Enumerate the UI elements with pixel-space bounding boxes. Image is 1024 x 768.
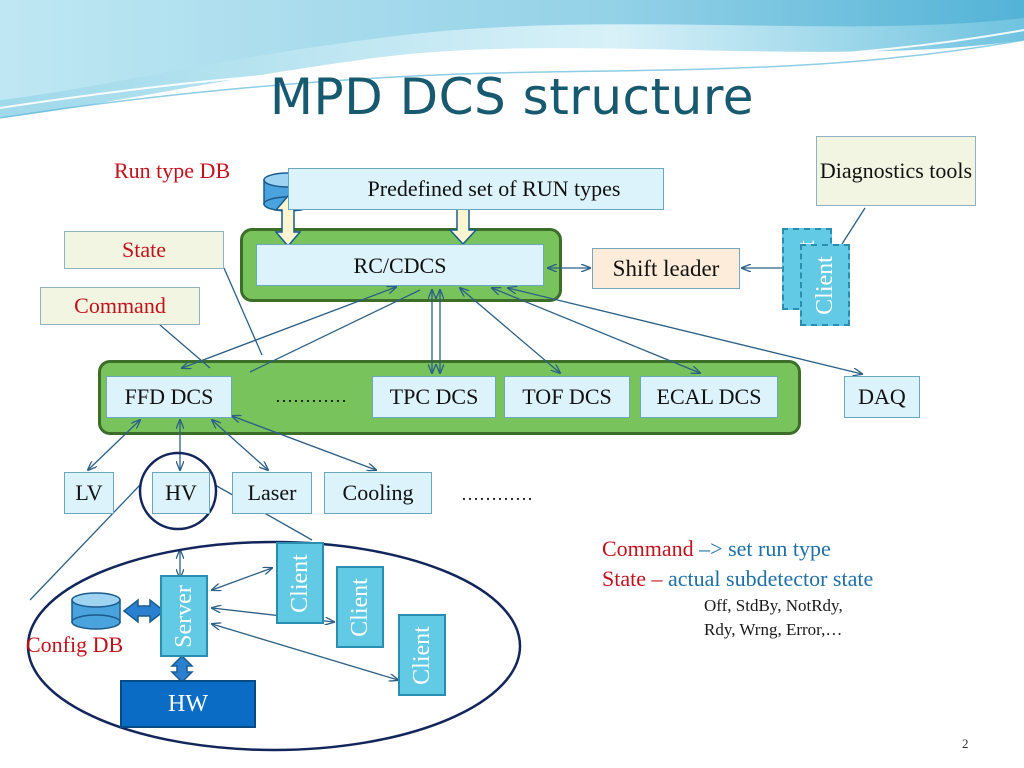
predefined-run-types-box: Predefined set of RUN types (288, 168, 664, 210)
cooling-box: Cooling (324, 472, 432, 514)
legend-state-word: State (602, 566, 646, 591)
client-box-2: Client (336, 566, 384, 648)
tof-dcs-box: TOF DCS (504, 376, 630, 418)
client-label-1: Client (286, 553, 313, 613)
legend-state-rest: actual subdetector state (668, 566, 874, 591)
client-label-3: Client (408, 625, 435, 685)
hv-box: HV (152, 472, 210, 514)
client-box-1: Client (276, 542, 324, 624)
hw-box: HW (120, 680, 256, 728)
legend-command-line: Command –> set run type (602, 536, 831, 562)
shift-leader-box: Shift leader (592, 248, 740, 289)
client-label: Client (811, 255, 838, 315)
diagnostics-tools-box: Diagnostics tools (816, 136, 976, 206)
legend-states-line-1: Off, StdBy, NotRdy, (704, 596, 843, 615)
server-box: Server (160, 575, 208, 657)
legend-state-line: State – actual subdetector state (602, 566, 873, 592)
ecal-dcs-box: ECAL DCS (640, 376, 778, 418)
client-box: Client (800, 244, 850, 326)
ffd-dcs-box: FFD DCS (106, 376, 232, 418)
laser-box: Laser (232, 472, 312, 514)
client-label-2: Client (346, 577, 373, 637)
rc-cdcs-box: RC/CDCS (256, 244, 544, 286)
subsystem-dots: ………… (461, 484, 533, 505)
legend-command-rest: –> set run type (693, 536, 831, 561)
lv-box: LV (64, 472, 114, 514)
legend-state-dash: – (646, 566, 668, 591)
command-box: Command (40, 287, 200, 325)
tpc-dcs-box: TPC DCS (372, 376, 496, 418)
page-number: 2 (962, 736, 969, 751)
client-box-3: Client (398, 614, 446, 696)
config-db-label: Config DB (26, 632, 124, 657)
config-database-icon (71, 592, 121, 630)
state-box: State (64, 231, 224, 269)
server-label: Server (170, 584, 197, 648)
detector-dots: ………… (275, 386, 347, 407)
legend-states-line-2: Rdy, Wrng, Error,… (704, 620, 843, 639)
slide-title: MPD DCS structure (269, 68, 755, 126)
daq-box: DAQ (844, 376, 920, 418)
legend-command-word: Command (602, 536, 694, 561)
run-type-db-label: Run type DB (114, 158, 231, 183)
